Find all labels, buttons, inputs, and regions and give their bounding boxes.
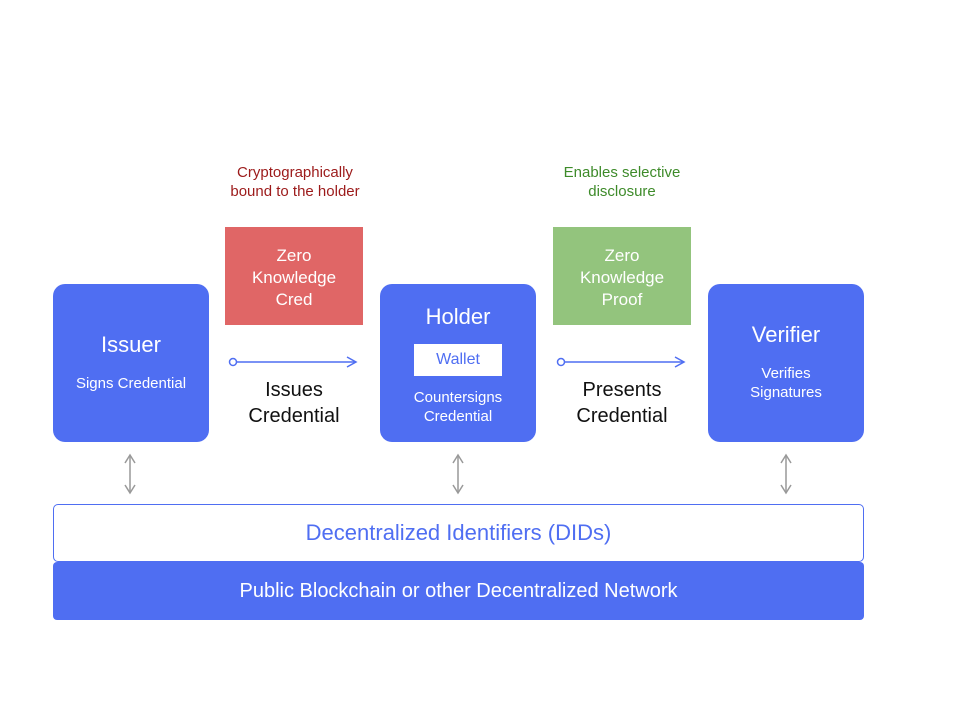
annotation-line: Cryptographically: [237, 164, 353, 181]
verifier-box: Verifier Verifies Signatures: [708, 284, 864, 442]
holder-subtitle-line: Credential: [423, 408, 493, 425]
network-layer: Public Blockchain or other Decentralized…: [53, 562, 864, 620]
verifier-did-double-arrow-icon: [780, 453, 792, 495]
verifier-subtitle: Verifies Signatures: [708, 364, 864, 402]
annotation-line: disclosure: [588, 183, 656, 200]
issues-label-line: Credential: [248, 405, 340, 427]
zk-cred-line: Knowledge: [251, 268, 337, 287]
zk-proof-line: Knowledge: [579, 268, 665, 287]
presents-arrow-icon: [556, 356, 686, 368]
zk-proof-line: Proof: [601, 290, 643, 309]
issuer-did-double-arrow-icon: [124, 453, 136, 495]
presents-label-line: Presents: [582, 379, 662, 401]
zk-cred-line: Cred: [275, 290, 313, 309]
wallet-label: Wallet: [414, 344, 502, 376]
annotation-cryptographically-bound: Cryptographically bound to the holder: [205, 163, 385, 201]
holder-title: Holder: [425, 304, 491, 329]
holder-box: Holder Wallet Countersigns Credential: [380, 284, 536, 442]
issuer-subtitle: Signs Credential: [75, 375, 187, 392]
annotation-selective-disclosure: Enables selective disclosure: [532, 163, 712, 201]
zero-knowledge-proof-box: Zero Knowledge Proof: [553, 227, 691, 325]
holder-subtitle: Countersigns Credential: [380, 388, 536, 426]
issues-arrow-icon: [228, 356, 358, 368]
annotation-line: Enables selective: [563, 164, 681, 181]
issues-label-line: Issues: [265, 379, 323, 401]
verifier-title: Verifier: [751, 322, 821, 347]
issues-credential-label: Issues Credential: [224, 377, 364, 429]
verifier-subtitle-line: Signatures: [750, 384, 822, 401]
verifier-subtitle-line: Verifies: [761, 365, 811, 382]
annotation-line: bound to the holder: [230, 183, 360, 200]
zk-cred-line: Zero: [276, 246, 312, 265]
holder-subtitle-line: Countersigns: [413, 389, 503, 406]
presents-credential-label: Presents Credential: [552, 377, 692, 429]
zero-knowledge-cred-box: Zero Knowledge Cred: [225, 227, 363, 325]
zk-proof-line: Zero: [604, 246, 640, 265]
did-layer: Decentralized Identifiers (DIDs): [53, 504, 864, 562]
issuer-title: Issuer: [101, 332, 161, 357]
holder-did-double-arrow-icon: [452, 453, 464, 495]
presents-label-line: Credential: [576, 405, 668, 427]
issuer-box: Issuer Signs Credential: [53, 284, 209, 442]
